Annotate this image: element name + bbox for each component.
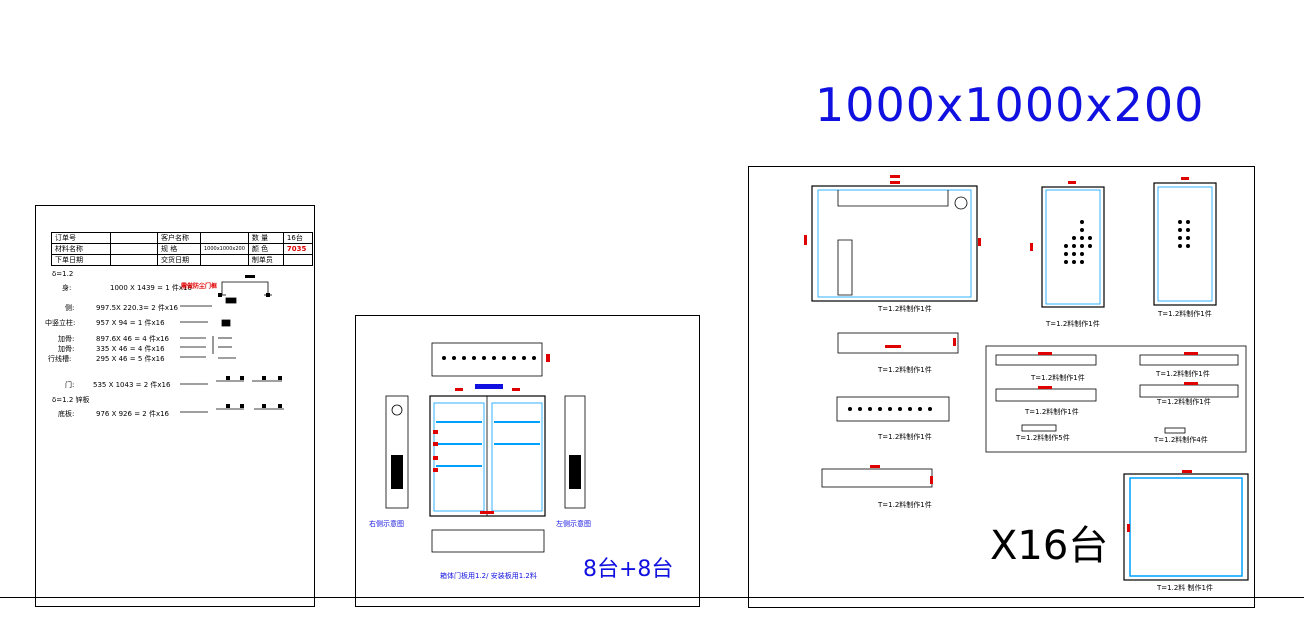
- part-caption: T=1.2料制作1件: [878, 366, 932, 374]
- part-formula: 897.6X 46 = 4 件x16: [96, 335, 170, 343]
- part-caption: T=1.2料制作1件: [878, 433, 932, 441]
- part-formula: 295 X 46 = 5 件x16: [96, 355, 165, 363]
- part-label: 中竖立柱:: [45, 319, 76, 327]
- middle-quantity: 8台+8台: [583, 557, 674, 582]
- left-view-label: 左侧示意图: [556, 520, 591, 528]
- part-label: 行线槽:: [48, 355, 72, 363]
- part-formula: 957 X 94 = 1 件x16: [96, 319, 165, 327]
- part-caption: T=1.2料制作1件: [1025, 408, 1079, 416]
- hole-pattern-panel: [848, 220, 1190, 411]
- hole-pattern-top: [442, 356, 536, 360]
- table-row: 订单号 客户名称 数 量 16台: [51, 232, 313, 244]
- section-heading: δ=1.2: [52, 270, 74, 278]
- table-row: 材料名称 规 格 1000x1000x200 颜 色 7035: [51, 243, 313, 255]
- part-caption: T=1.2料制作1件: [1158, 310, 1212, 318]
- part-formula: 976 X 926 = 2 件x16: [96, 410, 170, 418]
- part-arrows: [180, 305, 212, 413]
- part-caption: T=1.2料制作5件: [1016, 434, 1070, 442]
- part-formula: 997.5X 220.3= 2 件x16: [96, 304, 178, 312]
- part-label: 身:: [62, 284, 72, 292]
- part-label: 加骨:: [58, 335, 75, 343]
- section-heading: δ=1.2 锌板: [52, 396, 90, 404]
- part-formula: 535 X 1043 = 2 件x16: [93, 381, 171, 389]
- material-note: 箱体门板用1.2/ 安装板用1.2料: [440, 572, 537, 580]
- part-caption: T=1.2料 制作1件: [1157, 584, 1213, 592]
- part-caption: T=1.2料制作4件: [1154, 436, 1208, 444]
- part-label: 加骨:: [58, 345, 75, 353]
- right-sheet: [748, 166, 1255, 608]
- part-caption: T=1.2料制作1件: [1031, 374, 1085, 382]
- order-table: 订单号 客户名称 数 量 16台 材料名称 规 格 1000x1000x200 …: [51, 232, 313, 266]
- part-caption: T=1.2料制作1件: [878, 501, 932, 509]
- part-caption: T=1.2料制作1件: [1156, 370, 1210, 378]
- part-label: 门:: [65, 381, 75, 389]
- part-note: 需做防尘门框: [181, 283, 218, 290]
- part-formula: 1000 X 1439 = 1 件x16: [110, 284, 192, 292]
- part-caption: T=1.2料制作1件: [1157, 398, 1211, 406]
- right-quantity: X16台: [990, 523, 1109, 569]
- right-view-label: 右侧示意图: [369, 520, 404, 528]
- middle-sheet: [355, 315, 700, 607]
- part-label: 侧:: [65, 304, 75, 312]
- part-caption: T=1.2料制作1件: [1046, 320, 1100, 328]
- left-sheet: [35, 205, 315, 607]
- part-label: 底板:: [58, 410, 75, 418]
- drawing-title: 1000x1000x200: [815, 78, 1205, 132]
- table-row: 下单日期 交货日期 制单员: [51, 254, 313, 266]
- part-formula: 335 X 46 = 4 件x16: [96, 345, 165, 353]
- baseline: [0, 597, 1304, 598]
- part-caption: T=1.2料制作1件: [878, 305, 932, 313]
